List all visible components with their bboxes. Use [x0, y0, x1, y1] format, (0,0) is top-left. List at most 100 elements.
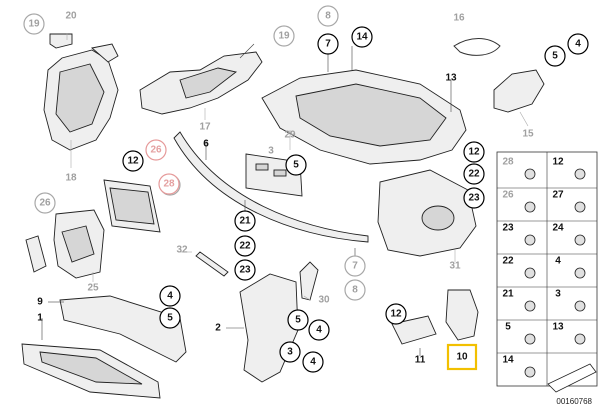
callout-label: 31: [449, 261, 461, 272]
callout-label: 12: [390, 309, 402, 320]
part-9-crossbar: [59, 295, 187, 363]
fastener-icon: [574, 234, 586, 246]
diagram-code: 00160768: [556, 397, 592, 406]
callout-label: 1: [37, 313, 43, 324]
part-17-upper-liner: [139, 51, 263, 115]
callout-17: 17: [199, 122, 211, 133]
callout-circle: [544, 45, 566, 67]
side-panel-label: 22: [502, 256, 514, 267]
fastener-icon: [574, 300, 586, 312]
fastener-icon: [524, 366, 536, 378]
callout-label: 23: [239, 265, 251, 276]
callout-label: 4: [310, 357, 316, 368]
side-panel-label: 23: [502, 223, 514, 234]
callout-label: 13: [445, 73, 457, 84]
callout-label: 12: [468, 147, 480, 158]
callout-label: 4: [575, 39, 581, 50]
callout-label: 28: [163, 179, 175, 190]
side-panel-label: 12: [552, 157, 564, 168]
callout-label: 4: [167, 291, 173, 302]
callout-25: 25: [87, 283, 99, 294]
callout-12: 12: [385, 303, 407, 325]
callout-label: 16: [453, 13, 465, 24]
callout-29: 29: [284, 130, 296, 141]
callout-6: 6: [203, 139, 209, 150]
callout-circle: [273, 25, 295, 47]
fastener-icon: [574, 168, 586, 180]
callout-label: 3: [268, 146, 274, 157]
side-panel-label: 3: [555, 289, 561, 300]
part-side-grille: [25, 235, 47, 273]
callout-14: 14: [351, 26, 373, 48]
callout-label: 14: [356, 32, 368, 43]
callout-label: 19: [278, 31, 290, 42]
callout-4: 4: [159, 285, 181, 307]
callout-circle: [159, 285, 181, 307]
callout-5: 5: [544, 45, 566, 67]
part-10-mount: [445, 289, 479, 341]
callout-circle: [285, 154, 307, 176]
callout-circle: [317, 5, 339, 27]
callout-label: 19: [28, 19, 40, 30]
callout-label: 29: [284, 130, 296, 141]
callout-10: 10: [456, 352, 468, 363]
callout-15: 15: [522, 129, 534, 140]
callout-circle: [159, 307, 181, 329]
callout-18: 18: [65, 173, 77, 184]
callout-label: 5: [295, 315, 301, 326]
callout-8: 8: [317, 5, 339, 27]
callout-label: 26: [39, 198, 51, 209]
callout-circle: [287, 309, 309, 331]
callout-circle: [308, 319, 330, 341]
fastener-icon: [524, 201, 536, 213]
callout-circle: [122, 150, 144, 172]
callout-circle: [23, 13, 45, 35]
callout-circle: [351, 26, 373, 48]
callout-circle: [463, 187, 485, 209]
side-panel-label: 27: [552, 190, 564, 201]
callout-32: 32: [176, 245, 188, 256]
callout-label: 23: [468, 193, 480, 204]
callout-19: 19: [23, 13, 45, 35]
callout-5: 5: [285, 154, 307, 176]
callout-12: 12: [122, 150, 144, 172]
part-25-air-duct: [53, 209, 105, 279]
callout-circle: [279, 341, 301, 363]
callout-28: 28: [158, 173, 180, 195]
side-panel-label: 21: [502, 289, 514, 300]
callout-2: 2: [215, 323, 221, 334]
callout-label: 5: [167, 313, 173, 324]
part-15-cover: [493, 69, 545, 113]
callout-4: 4: [567, 33, 589, 55]
callout-8: 8: [344, 279, 366, 301]
side-panel-label: 26: [502, 190, 514, 201]
callout-4: 4: [302, 351, 324, 373]
callout-19: 19: [273, 25, 295, 47]
side-panel-label: 24: [552, 223, 564, 234]
callout-label: 12: [127, 156, 139, 167]
callout-31: 31: [449, 261, 461, 272]
callout-label: 9: [37, 297, 43, 308]
callout-label: 22: [239, 241, 251, 252]
callout-label: 11: [415, 355, 426, 366]
callout-circle: [145, 139, 167, 161]
part-18-wheel-arch-liner: [43, 43, 119, 151]
highlight-box-10: [446, 343, 478, 371]
callout-26: 26: [145, 139, 167, 161]
callout-label: 30: [318, 295, 330, 306]
arrow-icon: [547, 363, 597, 393]
callout-circle: [34, 192, 56, 214]
callout-label: 6: [203, 139, 209, 150]
callout-layer: 1920191718871416541315293561226272826212…: [23, 5, 589, 373]
callout-label: 25: [87, 283, 99, 294]
callout-label: 22: [468, 169, 480, 180]
callout-30: 30: [318, 295, 330, 306]
callout-label: 21: [239, 216, 251, 227]
callout-label: 7: [325, 39, 331, 50]
callout-circle: [317, 33, 339, 55]
part-13-underbody-panel: [261, 69, 467, 165]
callout-26: 26: [34, 192, 56, 214]
side-panel-label: 4: [555, 256, 561, 267]
